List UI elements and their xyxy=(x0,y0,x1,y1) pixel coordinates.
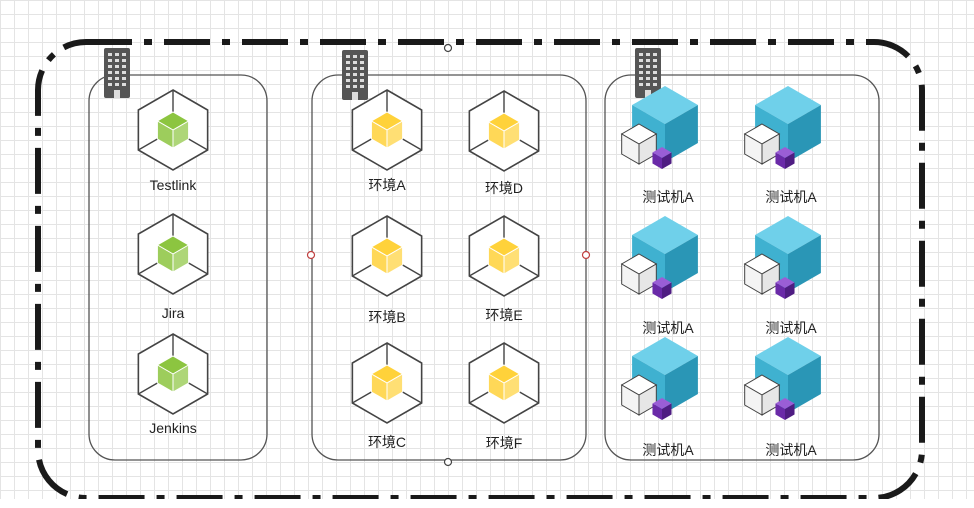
environment-node[interactable] xyxy=(351,215,423,297)
building-icon xyxy=(635,48,661,98)
environment-label: 环境A xyxy=(368,177,406,193)
environment-label: 环境D xyxy=(485,180,523,196)
tools-group-container[interactable] xyxy=(88,74,268,461)
test-machine-node[interactable] xyxy=(743,86,821,169)
selection-handle-top[interactable] xyxy=(443,43,453,53)
test-machine-node[interactable] xyxy=(620,216,698,299)
selection-handle-right[interactable] xyxy=(581,250,591,260)
environment-node[interactable] xyxy=(468,342,540,424)
tool-node[interactable] xyxy=(137,89,209,171)
environment-label: 环境B xyxy=(368,309,405,325)
environment-label: 环境F xyxy=(486,435,523,451)
tool-label: Jenkins xyxy=(149,420,196,436)
tool-node[interactable] xyxy=(137,213,209,295)
bottom-band xyxy=(0,499,974,508)
environment-label: 环境C xyxy=(368,434,406,450)
test-machine-node[interactable] xyxy=(743,216,821,299)
selection-handle-left[interactable] xyxy=(306,250,316,260)
test-machine-label: 测试机A xyxy=(642,320,694,336)
selection-handle-bottom[interactable] xyxy=(443,457,453,467)
test-machine-label: 测试机A xyxy=(765,442,817,458)
test-machine-label: 测试机A xyxy=(642,442,694,458)
environment-node[interactable] xyxy=(468,215,540,297)
tool-node[interactable] xyxy=(137,333,209,415)
test-machine-node[interactable] xyxy=(620,337,698,420)
building-icon xyxy=(104,48,130,98)
building-icon xyxy=(342,50,368,100)
environment-node[interactable] xyxy=(468,90,540,172)
tool-label: Jira xyxy=(162,305,185,321)
test-machine-node[interactable] xyxy=(620,86,698,169)
outer-boundary xyxy=(35,39,925,501)
environment-label: 环境E xyxy=(485,307,522,323)
test-machine-label: 测试机A xyxy=(642,189,694,205)
test-machine-label: 测试机A xyxy=(765,189,817,205)
environment-node[interactable] xyxy=(351,342,423,424)
environments-layer: 环境A 环境D 环境B 环境E 环境C 环境F xyxy=(351,89,540,451)
test-machines-group-container[interactable] xyxy=(604,74,880,461)
test-machines-layer: 测试机A 测试机A 测试机A 测试机A 测试机A 测试机A xyxy=(620,86,821,458)
environment-node[interactable] xyxy=(351,89,423,171)
tool-label: Testlink xyxy=(150,177,198,193)
test-machine-label: 测试机A xyxy=(765,320,817,336)
test-machine-node[interactable] xyxy=(743,337,821,420)
